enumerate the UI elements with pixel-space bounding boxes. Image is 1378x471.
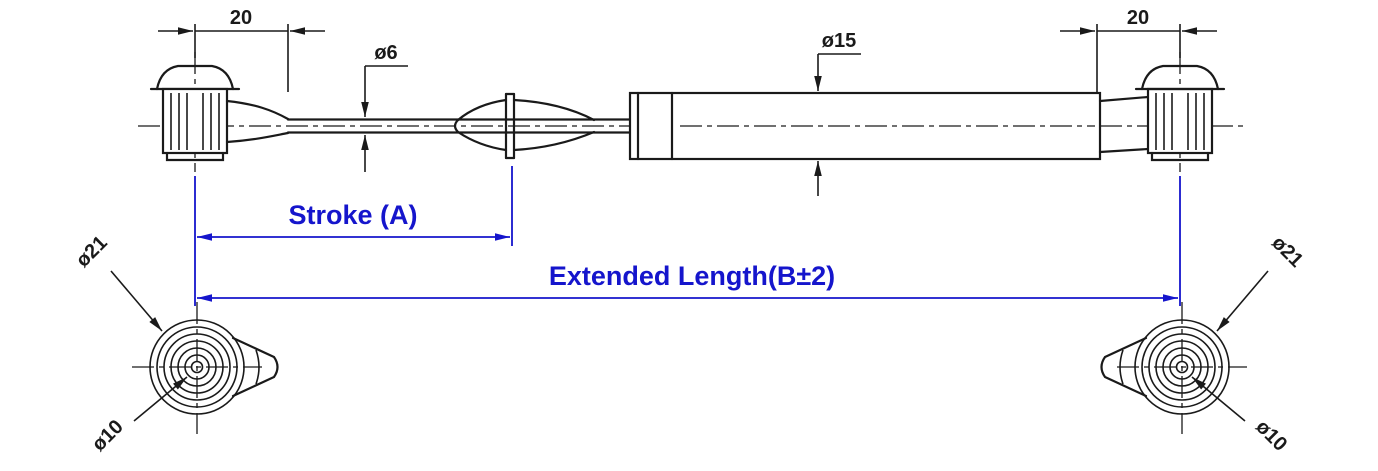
phantom-fitting-stroke-position xyxy=(453,92,596,160)
cylinder-tube xyxy=(628,91,1102,161)
dim-right-20-label: 20 xyxy=(1127,7,1149,29)
leader-arrow xyxy=(133,376,188,422)
phantom-taper-right-bottom xyxy=(512,130,596,152)
left-body-lip xyxy=(165,151,225,162)
tube-diameter-label: ø15 xyxy=(822,30,856,52)
dim-left-20-label: 20 xyxy=(230,7,252,29)
socket-body-inner-arc xyxy=(1119,349,1124,385)
socket-body-profile xyxy=(231,336,279,398)
stroke-dimension-label: Stroke (A) xyxy=(288,200,417,230)
left-outer-diameter-label: ø21 xyxy=(72,232,112,272)
leader-arrow xyxy=(1216,270,1269,332)
right-outer-diameter-label: ø21 xyxy=(1267,232,1307,272)
right-clip-body xyxy=(1146,87,1214,155)
centerlines xyxy=(138,52,1244,172)
right-end-view: ø21 ø10 xyxy=(1100,232,1307,456)
right-inner-diameter-label: ø10 xyxy=(1251,416,1291,456)
phantom-nose-left xyxy=(453,118,460,134)
left-end-view: ø21 ø10 xyxy=(72,232,279,456)
leader-arrow xyxy=(1191,376,1246,422)
right-body-lip xyxy=(1150,151,1210,162)
left-clip-body xyxy=(161,87,229,155)
rod-diameter-label: ø6 xyxy=(374,42,397,64)
right-clip-prongs xyxy=(1155,93,1205,150)
left-cap-dome xyxy=(155,64,235,91)
phantom-taper-right-top xyxy=(512,98,596,122)
socket-body-profile xyxy=(1100,336,1148,398)
dimension-right-20: 20 xyxy=(1060,7,1217,92)
right-cap-dome xyxy=(1140,64,1220,91)
right-neck-bottom xyxy=(1098,147,1150,154)
left-neck-top xyxy=(225,99,290,121)
leader-arrow xyxy=(110,270,163,332)
phantom-taper-left-bottom xyxy=(456,130,508,152)
phantom-taper-left-top xyxy=(456,98,508,122)
extended-length-label: Extended Length(B±2) xyxy=(549,261,835,291)
right-neck-top xyxy=(1098,95,1150,103)
dimension-rod-diameter: ø6 xyxy=(361,42,408,172)
concentric-rings xyxy=(1134,319,1230,415)
left-inner-diameter-label: ø10 xyxy=(88,416,128,456)
left-clip-prongs xyxy=(170,93,220,150)
dimension-stroke: Stroke (A) xyxy=(194,166,513,306)
left-neck-bottom xyxy=(225,131,290,144)
dimension-tube-diameter: ø15 xyxy=(814,30,861,196)
concentric-rings xyxy=(149,319,245,415)
left-end-fitting xyxy=(149,64,290,162)
right-end-fitting xyxy=(1098,64,1226,162)
dimension-left-20: 20 xyxy=(158,7,325,92)
dimension-extended-length: Extended Length(B±2) xyxy=(197,176,1181,306)
socket-body-inner-arc xyxy=(255,349,260,385)
